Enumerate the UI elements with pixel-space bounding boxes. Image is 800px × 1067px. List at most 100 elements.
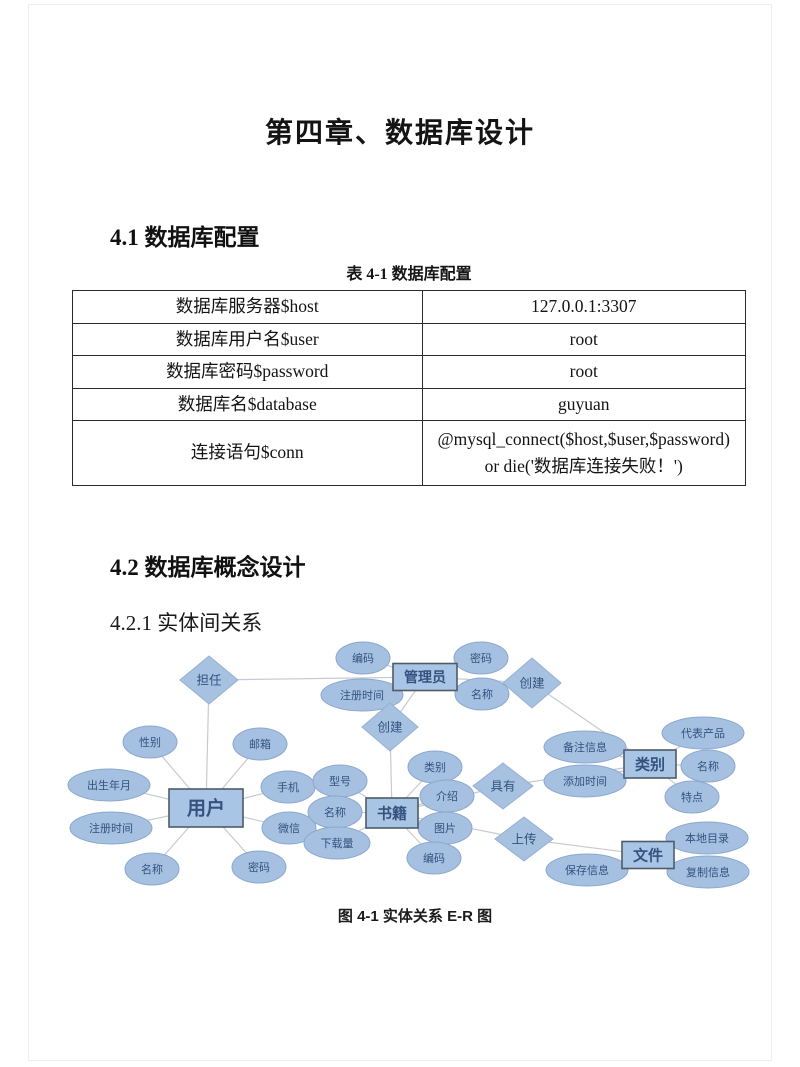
- config-label: 数据库用户名$user: [72, 322, 423, 356]
- er-edge-book-code--book: [391, 812, 435, 859]
- er-attribute-admin-password: 密码: [453, 641, 509, 675]
- er-attribute-book-downloads: 下载量: [303, 826, 371, 860]
- figure-caption: 图 4-1 实体关系 E-R 图: [337, 908, 493, 925]
- svg-text:名称: 名称: [471, 687, 493, 701]
- config-value-line2: or die('数据库连接失败！'): [484, 456, 683, 476]
- er-edge-book-downloads--book: [336, 812, 393, 844]
- er-edge-upload--file: [523, 838, 649, 856]
- section-4-1-heading: 4.1 数据库配置: [110, 225, 260, 251]
- svg-text:创建: 创建: [377, 720, 403, 734]
- svg-text:书籍: 书籍: [377, 804, 407, 822]
- er-edge-assume--admin: [208, 676, 426, 681]
- er-edge-user-password--user: [205, 807, 260, 868]
- config-table: 数据库服务器$host 127.0.0.1:3307 数据库用户名$user r…: [72, 290, 746, 486]
- config-value: root: [421, 355, 746, 389]
- er-attribute-user-wechat: 微信: [261, 811, 317, 845]
- svg-text:图片: 图片: [434, 822, 456, 835]
- svg-text:下载量: 下载量: [321, 837, 354, 850]
- svg-text:备注信息: 备注信息: [563, 740, 607, 754]
- er-edge-book-intro--book: [391, 795, 448, 814]
- er-edge-file-copy-info--file: [647, 854, 709, 873]
- svg-text:具有: 具有: [490, 779, 515, 793]
- er-entity-admin: 管理员: [392, 662, 458, 692]
- er-attribute-user-gender: 性别: [122, 725, 178, 759]
- er-attribute-admin-register-time: 注册时间: [320, 678, 404, 712]
- er-attribute-book-name: 名称: [307, 795, 363, 829]
- svg-text:编码: 编码: [352, 651, 374, 665]
- er-edge-file-save-info--file: [586, 854, 649, 871]
- svg-text:注册时间: 注册时间: [340, 688, 384, 702]
- er-attribute-book-model: 型号: [312, 764, 368, 798]
- er-attribute-category-name: 名称: [680, 749, 736, 783]
- svg-text:保存信息: 保存信息: [565, 863, 609, 877]
- svg-text:密码: 密码: [470, 651, 492, 665]
- er-edge-user-register-time--user: [110, 807, 207, 829]
- er-edge-create-book--book: [389, 726, 393, 814]
- er-attribute-book-category: 类别: [407, 750, 463, 784]
- er-edge-assume--user: [205, 679, 210, 809]
- svg-text:代表产品: 代表产品: [681, 726, 725, 740]
- page-title: 第四章、数据库设计: [264, 117, 535, 149]
- section-4-2-1-heading: 4.2.1 实体间关系: [110, 611, 263, 635]
- er-edge-user-birth--user: [108, 784, 207, 809]
- er-edge-upload--book: [391, 812, 525, 840]
- er-edge-book-image--book: [391, 812, 446, 829]
- er-attribute-admin-code: 编码: [335, 641, 391, 675]
- er-edge-user-name--user: [151, 807, 207, 870]
- table-row: 数据库服务器$host 127.0.0.1:3307: [72, 290, 746, 324]
- er-edge-user-gender--user: [149, 741, 207, 809]
- er-edge-admin-register-time--admin: [361, 676, 426, 696]
- er-attribute-category-remark: 备注信息: [543, 730, 627, 764]
- er-edge-file-local-dir--file: [647, 837, 708, 856]
- scan-page-border: [28, 4, 772, 1061]
- config-value: @mysql_connect($host,$user,$password) or…: [421, 420, 746, 486]
- er-edge-user-phone--user: [205, 786, 289, 809]
- er-edge-admin-name--admin: [424, 676, 483, 695]
- config-label: 连接语句$conn: [72, 420, 423, 486]
- svg-text:类别: 类别: [635, 755, 665, 773]
- er-attribute-file-local-dir: 本地目录: [665, 821, 749, 855]
- config-label: 数据库服务器$host: [72, 290, 423, 324]
- svg-text:手机: 手机: [277, 780, 299, 794]
- er-edge-create-book--admin: [389, 676, 426, 728]
- svg-text:名称: 名称: [697, 759, 719, 773]
- svg-text:文件: 文件: [633, 846, 663, 864]
- svg-text:型号: 型号: [329, 774, 351, 788]
- table-caption: 表 4-1 数据库配置: [346, 266, 472, 283]
- svg-text:特点: 特点: [681, 790, 703, 804]
- er-edge-book-category--book: [391, 766, 436, 814]
- er-entity-user: 用户: [168, 788, 244, 828]
- svg-text:本地目录: 本地目录: [685, 831, 729, 845]
- er-attribute-category-feature: 特点: [664, 780, 720, 814]
- svg-text:注册时间: 注册时间: [89, 821, 133, 835]
- er-attribute-book-intro: 介绍: [419, 779, 475, 813]
- er-entity-file: 文件: [621, 840, 675, 870]
- config-value: root: [421, 322, 746, 356]
- config-value: guyuan: [421, 387, 746, 421]
- er-attribute-admin-name: 名称: [454, 677, 510, 711]
- er-edge-create-category--category: [531, 682, 651, 765]
- er-edge-category-remark--category: [584, 746, 651, 765]
- svg-text:添加时间: 添加时间: [563, 774, 607, 788]
- svg-text:名称: 名称: [324, 805, 346, 819]
- er-attribute-file-copy-info: 复制信息: [666, 855, 750, 889]
- svg-text:上传: 上传: [511, 831, 536, 846]
- svg-text:邮箱: 邮箱: [249, 737, 271, 751]
- er-edge-has--book: [391, 785, 504, 814]
- er-attribute-category-product: 代表产品: [661, 716, 745, 750]
- er-attribute-book-image: 图片: [417, 811, 473, 845]
- er-edge-admin-code--admin: [362, 657, 426, 678]
- er-attribute-user-password: 密码: [231, 850, 287, 884]
- er-relation-has: 具有: [472, 762, 534, 810]
- svg-text:管理员: 管理员: [404, 669, 446, 685]
- er-attribute-user-name: 名称: [124, 852, 180, 886]
- er-attribute-file-save-info: 保存信息: [545, 853, 629, 887]
- svg-text:介绍: 介绍: [436, 789, 458, 803]
- config-label: 数据库密码$password: [72, 355, 423, 389]
- svg-text:创建: 创建: [519, 676, 545, 690]
- svg-text:用户: 用户: [187, 797, 225, 820]
- er-edge-user-wechat--user: [205, 807, 290, 829]
- config-label: 数据库名$database: [72, 387, 423, 421]
- table-row: 连接语句$conn @mysql_connect($host,$user,$pa…: [72, 420, 746, 486]
